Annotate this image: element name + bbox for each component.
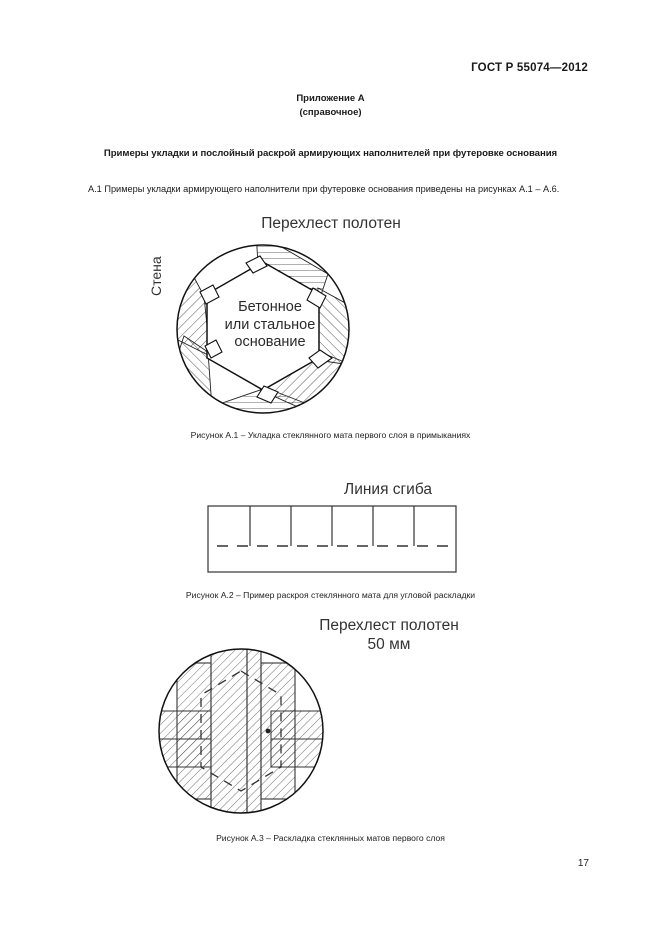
figure-a1-center-line-1: Бетонное	[238, 299, 302, 315]
figure-a2-title: Линия сгиба	[344, 481, 432, 498]
figure-a1-wall-label: Стена	[148, 256, 164, 296]
figure-a1-center-label: Бетонное или стальное основание	[200, 299, 340, 352]
appendix-title: Приложение А	[296, 93, 365, 104]
appendix-heading-block: Приложение А (справочное)	[0, 92, 661, 119]
figure-a3-title: Перехлест полотен 50 мм	[319, 616, 459, 654]
figure-a2-drawing	[207, 505, 457, 573]
figure-a1-center-line-2: или стальное	[224, 316, 316, 333]
appendix-subtitle: (справочное)	[299, 106, 362, 118]
figure-a1-drawing	[176, 244, 350, 414]
section-title: Примеры укладки и послойный раскрой арми…	[103, 148, 558, 159]
body-paragraph: А.1 Примеры укладки армирующего наполнит…	[88, 184, 560, 194]
figure-a3-caption: Рисунок А.3 – Раскладка стеклянных матов…	[216, 833, 445, 843]
figure-a2-caption: Рисунок А.2 – Пример раскроя стеклянного…	[185, 590, 476, 600]
figure-a1-caption: Рисунок А.1 – Укладка стеклянного мата п…	[190, 430, 471, 440]
figure-a3-title-line-2: 50 мм	[367, 636, 411, 653]
figure-a3-drawing	[158, 648, 324, 814]
figure-a1-title: Перехлест полотен	[261, 215, 401, 232]
page-number: 17	[577, 858, 589, 869]
figure-a1-center-line-3: основание	[234, 334, 306, 350]
page-header-standard-number: ГОСТ Р 55074—2012	[471, 62, 588, 74]
figure-a3-title-line-1: Перехлест полотен	[319, 617, 459, 634]
